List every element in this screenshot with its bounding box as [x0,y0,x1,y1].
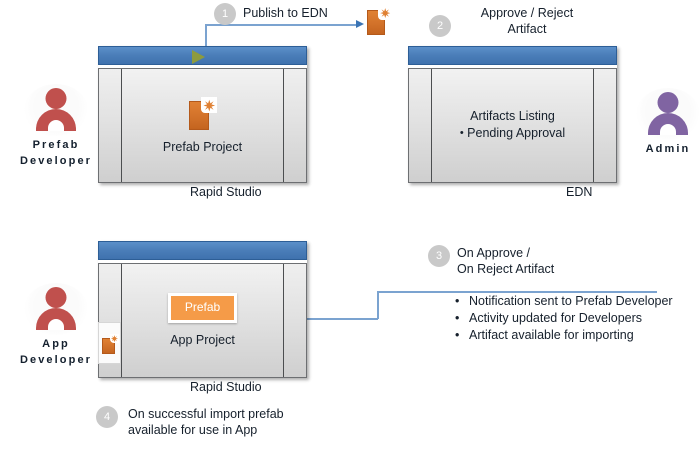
prefab-project-artifact-icon [188,96,217,133]
prefab-chip-button[interactable]: Prefab [167,293,238,323]
step-label-2: Approve / Reject Artifact [480,6,574,36]
person-head [45,287,67,308]
person-icon-app-developer [24,283,88,335]
outcome-bullet-text: Activity updated for Developers [469,311,643,325]
edn-listing-title: Artifacts Listing [470,109,555,124]
bullet-glyph: • [455,294,460,308]
connector-step1-horizontal [205,24,357,26]
step-badge-3: 3 [428,245,450,267]
connector-step3-horizontal-bottom [298,318,378,320]
person-head [657,92,679,113]
artifact-icon [367,6,391,36]
outcome-bullet-list: • Notification sent to Prefab Developer … [455,293,693,344]
artifact-burst-icon [379,6,391,22]
actor-label-app-developer-line1: App [42,338,70,350]
window-left-pane-prefab [99,69,122,182]
app-project-label: App Project [170,333,235,347]
step-badge-4: 4 [96,406,118,428]
window-caption-rapid-studio-prefab: Rapid Studio [190,185,262,199]
window-left-pane-app [98,264,122,377]
window-center-pane-prefab: Prefab Project [122,69,283,182]
window-body-prefab: Prefab Project [98,68,307,183]
step-label-1: Publish to EDN [243,6,328,20]
outcome-bullet-text: Notification sent to Prefab Developer [469,294,673,308]
actor-label-prefab-developer-line2: Developer [19,155,93,167]
actor-prefab-developer: Prefab Developer [11,84,101,168]
window-caption-edn: EDN [566,185,593,199]
window-rapid-studio-app[interactable]: Prefab App Project [98,241,307,378]
imported-artifact-tray[interactable] [98,322,121,364]
window-right-pane-app [283,264,306,377]
window-titlebar-prefab [98,46,307,65]
connector-step1-arrowhead [356,20,364,28]
outcome-bullet-text: Artifact available for importing [469,328,634,342]
step-label-4: On successful import prefab available fo… [128,407,284,437]
person-body [36,109,76,131]
step-badge-2: 2 [429,15,451,37]
window-left-pane-edn [409,69,432,182]
window-right-pane-prefab [283,69,306,182]
window-rapid-studio-prefab[interactable]: Prefab Project [98,46,307,183]
artifact-burst-icon [202,97,217,116]
window-right-pane-edn [593,69,616,182]
person-body [36,308,76,330]
window-center-pane-edn: Artifacts Listing • Pending Approval [432,69,593,182]
window-titlebar-edn [408,46,617,65]
actor-label-app-developer-line2: Developer [19,354,93,366]
imported-artifact-icon [102,334,119,355]
artifact-burst-icon [110,334,119,344]
publish-play-icon[interactable] [192,50,205,64]
edn-listing-item: • Pending Approval [460,125,565,142]
actor-label-prefab-developer-line1: Prefab [32,139,80,151]
person-body [648,113,688,135]
step-label-3: On Approve / On Reject Artifact [457,246,555,276]
person-head [45,88,67,109]
list-item: • Activity updated for Developers [455,310,693,327]
window-titlebar-app [98,241,307,260]
person-icon-prefab-developer [24,84,88,136]
window-edn[interactable]: Artifacts Listing • Pending Approval [408,46,617,183]
step-badge-1: 1 [214,3,236,25]
edn-listing-item-text: Pending Approval [467,126,566,141]
bullet-glyph: • [459,127,464,140]
list-item: • Notification sent to Prefab Developer [455,293,693,310]
window-body-app: Prefab App Project [98,263,307,378]
window-body-edn: Artifacts Listing • Pending Approval [408,68,617,183]
actor-app-developer: App Developer [11,283,101,367]
bullet-glyph: • [455,311,460,325]
prefab-project-label: Prefab Project [162,139,243,154]
connector-step3-vertical [377,291,379,319]
person-icon-admin [636,88,700,140]
connector-step1-vertical [205,24,207,56]
window-center-pane-app: Prefab App Project [122,264,283,377]
bullet-glyph: • [455,328,460,342]
actor-label-admin: Admin [645,143,691,155]
edn-artifacts-listing: Artifacts Listing • Pending Approval [460,108,565,142]
actor-admin: Admin [623,88,700,156]
list-item: • Artifact available for importing [455,327,693,344]
window-caption-rapid-studio-app: Rapid Studio [190,380,262,394]
connector-step3-horizontal-top [377,291,657,293]
